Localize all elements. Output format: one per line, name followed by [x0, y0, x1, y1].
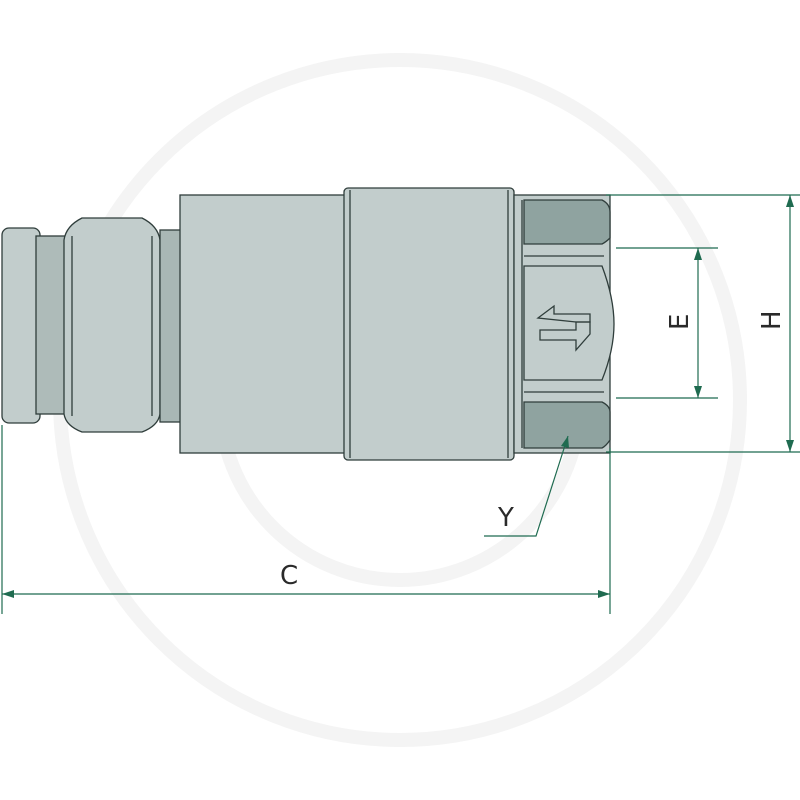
- bidirectional-flow-arrow-icon: [536, 304, 591, 352]
- e-arrow-top: [694, 248, 702, 260]
- y-arrow: [561, 436, 569, 448]
- e-arrow-bottom: [694, 386, 702, 398]
- label-y: Y: [497, 503, 514, 533]
- label-h: H: [757, 310, 787, 330]
- h-arrow-bottom: [786, 440, 794, 452]
- plug-groove: [35, 235, 67, 415]
- c-arrow-right: [598, 590, 610, 598]
- y-leader-line: [484, 435, 569, 537]
- coupling-body: [1, 187, 615, 461]
- dimension-labels: C Y E H: [280, 310, 787, 591]
- hex-face-middle: [523, 265, 615, 381]
- plug-collar: [63, 217, 161, 433]
- label-c: C: [280, 561, 298, 591]
- c-arrow-left: [2, 590, 14, 598]
- label-e: E: [665, 314, 695, 330]
- hex-flat-top: [523, 199, 611, 245]
- h-arrow-top: [786, 195, 794, 207]
- plug-tip: [1, 227, 41, 424]
- main-cylinder: [179, 194, 349, 454]
- sleeve: [343, 187, 515, 461]
- dimension-lines: [1, 194, 800, 614]
- hex-flat-bottom: [523, 401, 611, 449]
- plug-neck: [159, 229, 183, 423]
- dimension-arrowheads: [2, 195, 794, 598]
